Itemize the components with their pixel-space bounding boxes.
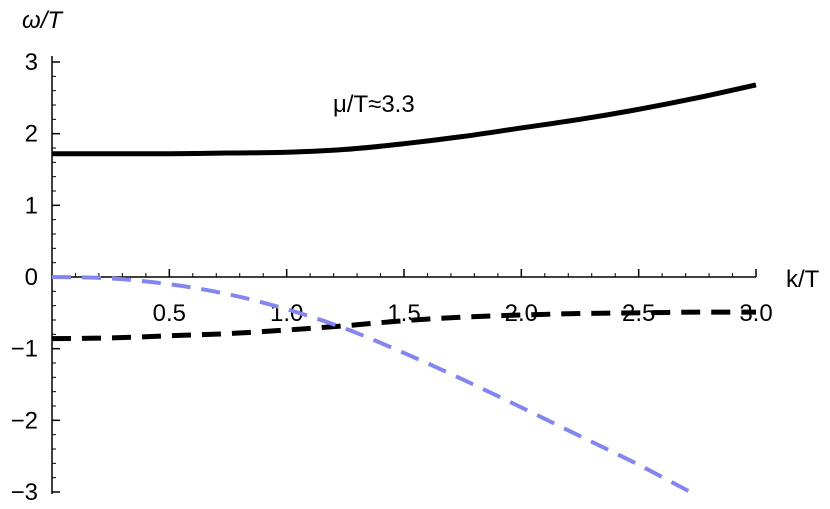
dashed-black-series (51, 309, 757, 342)
series-group (51, 82, 757, 494)
solid-black-series (51, 82, 757, 157)
y-tick-label: −3 (11, 479, 38, 506)
mu-annotation: μ/T≈3.3 (333, 91, 415, 118)
y-tick-label: −1 (11, 336, 38, 363)
x-tick-label: 0.5 (153, 300, 186, 327)
dashed-blue-series (51, 275, 692, 494)
y-tick-label: 1 (25, 192, 38, 219)
y-tick-label: 3 (25, 49, 38, 76)
y-axis-label: ω/T (22, 7, 64, 34)
y-tick-label: 2 (25, 121, 38, 148)
y-tick-label: −2 (11, 407, 38, 434)
x-axis-label: k/T (786, 266, 820, 293)
y-tick-label: 0 (25, 264, 38, 291)
